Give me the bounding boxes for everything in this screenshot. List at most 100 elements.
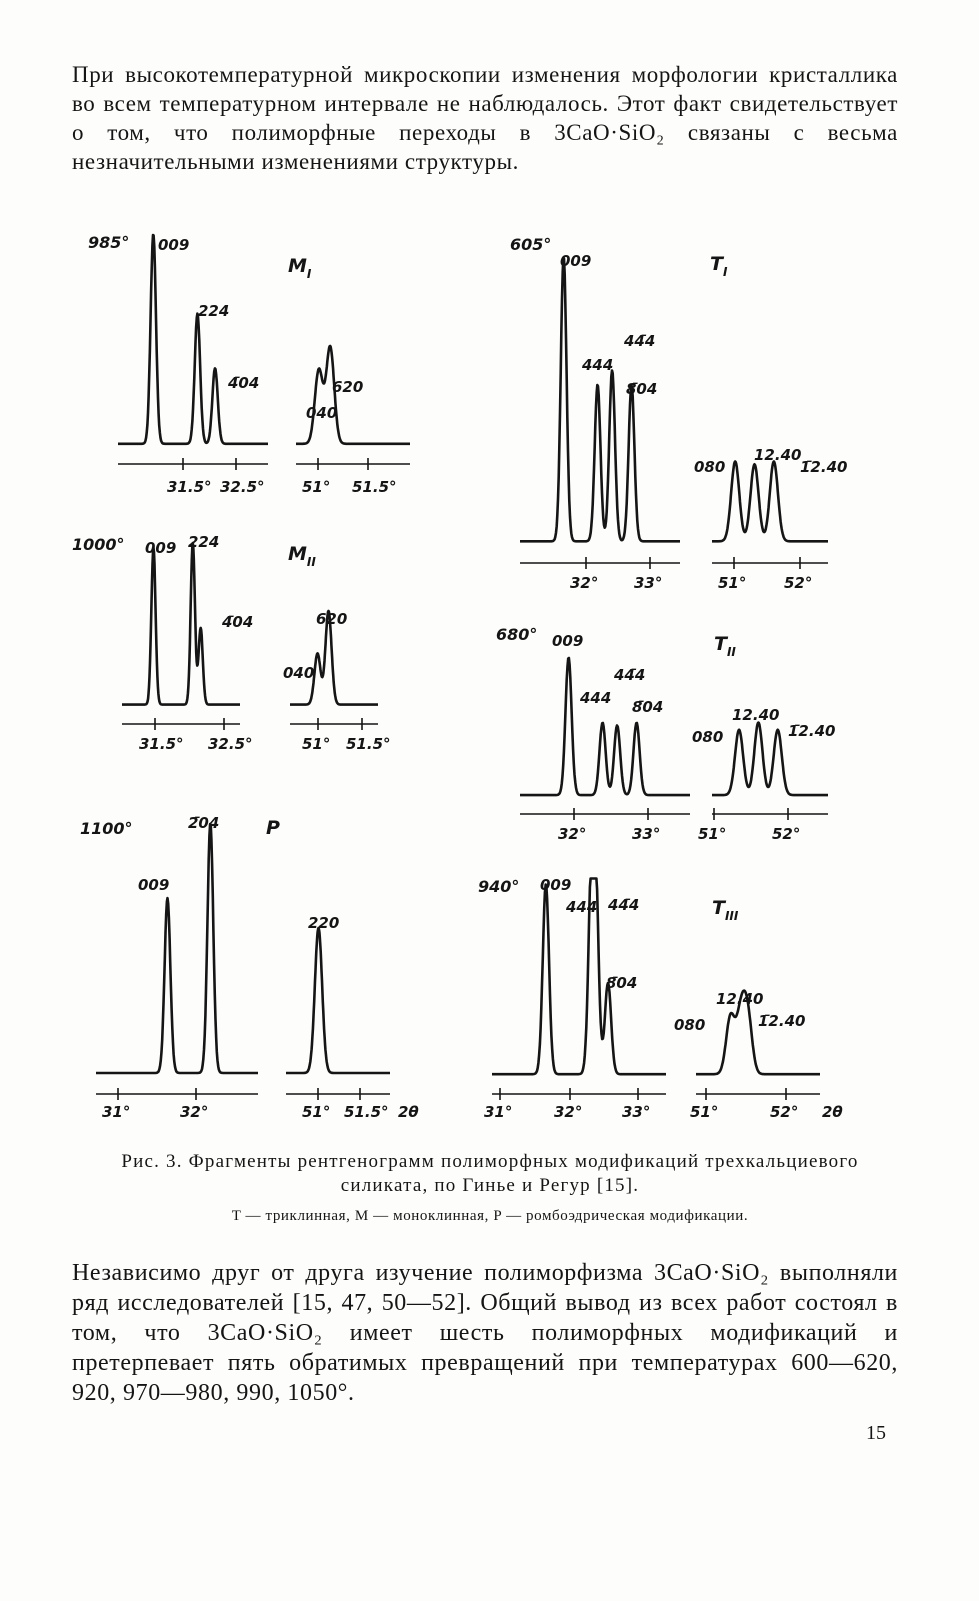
peak-label: 12.40 xyxy=(732,706,779,724)
tick-label: 32.5° xyxy=(208,735,253,753)
xrd-labels: 31.5° 32.5° 51° 51.5° 985° MI 009 224 4̄04 040 620… xyxy=(72,233,847,1121)
modification-label: MII xyxy=(288,543,316,569)
tick-label: 51.5° xyxy=(346,735,391,753)
tick-label: 31.5° xyxy=(139,735,184,753)
diffraction-trace xyxy=(519,256,681,543)
peak-label: 620 xyxy=(316,610,347,628)
peak-label: 009 xyxy=(138,876,169,894)
diffraction-trace xyxy=(491,877,667,1076)
diffraction-trace xyxy=(117,233,269,446)
peak-label: 12.40 xyxy=(716,990,763,1008)
peak-label: 080 xyxy=(674,1016,705,1034)
peak-label: 4̄04 xyxy=(221,613,253,631)
diffraction-trace xyxy=(121,541,241,706)
diffraction-trace xyxy=(95,822,259,1075)
tick-label: 51° xyxy=(302,735,330,753)
page-number: 15 xyxy=(866,1422,886,1444)
peak-label: 44̄4 xyxy=(613,666,645,684)
tick-label: 31.5° xyxy=(167,478,212,496)
peak-label: 009 xyxy=(560,252,591,270)
peak-label: 444 xyxy=(581,356,613,374)
peak-label: 080 xyxy=(692,728,723,746)
peak-label: 1̄2.40 xyxy=(758,1012,805,1030)
peak-label: 12.40 xyxy=(754,446,801,464)
tick-label: 51° xyxy=(718,574,746,592)
modification-label: TI xyxy=(710,253,728,279)
tick-label: 31° xyxy=(484,1103,512,1121)
peak-label: 8̄04 xyxy=(626,380,657,398)
modification-label: P xyxy=(266,817,280,839)
peak-label: 009 xyxy=(145,539,176,557)
peak-label: 040 xyxy=(306,404,337,422)
peak-label: 1̄2.40 xyxy=(788,722,835,740)
modification-label: TIII xyxy=(712,897,739,923)
diffraction-trace xyxy=(711,460,829,543)
panel-mii xyxy=(121,541,379,730)
tick-label: 32° xyxy=(558,825,586,843)
panel-ti xyxy=(519,256,829,569)
peak-label: 220 xyxy=(308,914,339,932)
peak-label: 009 xyxy=(552,632,583,650)
temperature-label: 1100° xyxy=(80,819,133,838)
tick-label: 33° xyxy=(632,825,660,843)
tick-label: 51° xyxy=(302,1103,330,1121)
figure-legend: T — триклинная, M — моноклинная, P — ром… xyxy=(231,1208,749,1224)
tick-label: 52° xyxy=(772,825,800,843)
tick-label: 52° xyxy=(784,574,812,592)
panel-p xyxy=(95,822,391,1100)
temperature-label: 985° xyxy=(88,233,129,252)
peak-label: 620 xyxy=(332,378,363,396)
modification-label: MI xyxy=(288,255,312,281)
tick-label: 51° xyxy=(690,1103,718,1121)
diffraction-trace xyxy=(695,989,821,1076)
peak-label: 444 xyxy=(579,689,611,707)
peak-label: 8̄04 xyxy=(632,698,663,716)
peak-label: 8̄04 xyxy=(606,974,637,992)
peak-label: 009 xyxy=(158,236,189,254)
diffraction-trace xyxy=(289,609,379,706)
tick-label: 32° xyxy=(180,1103,208,1121)
intro-paragraph: При высокотемпературной микроскопии изме… xyxy=(72,62,898,174)
tick-label: 32° xyxy=(554,1103,582,1121)
tick-label: 51.5° xyxy=(352,478,397,496)
tick-label: 32° xyxy=(570,574,598,592)
tick-label: 51° xyxy=(698,825,726,843)
peak-label: 44̄4 xyxy=(607,896,639,914)
peak-label: 4̄04 xyxy=(227,374,259,392)
diffraction-trace xyxy=(285,926,391,1075)
panel-tii xyxy=(519,656,829,820)
peak-label: 009 xyxy=(540,876,571,894)
peak-label: 224 xyxy=(188,533,219,551)
tick-label: 33° xyxy=(622,1103,650,1121)
peak-label: 2̄04 xyxy=(188,814,219,832)
temperature-label: 680° xyxy=(496,625,537,644)
peak-label: 040 xyxy=(283,664,314,682)
axis-unit: 2θ xyxy=(822,1103,843,1121)
tick-label: 51.5° xyxy=(344,1103,389,1121)
tick-label: 52° xyxy=(770,1103,798,1121)
peak-label: 080 xyxy=(694,458,725,476)
diffraction-trace xyxy=(519,656,691,797)
peak-label: 444 xyxy=(565,898,597,916)
temperature-label: 940° xyxy=(478,877,519,896)
modification-label: TII xyxy=(714,633,736,659)
panel-tiii xyxy=(491,877,821,1100)
tick-label: 51° xyxy=(302,478,330,496)
peak-label: 1̄2.40 xyxy=(800,458,847,476)
conclusion-paragraph: Независимо друг от друга изучение полимо… xyxy=(72,1260,898,1406)
temperature-label: 1000° xyxy=(72,535,125,554)
peak-label: 44̄4 xyxy=(623,332,655,350)
figure-caption: Рис. 3. Фрагменты рентгенограмм полиморф… xyxy=(121,1151,859,1196)
diffraction-trace xyxy=(295,344,411,446)
peak-label: 224 xyxy=(198,302,229,320)
tick-label: 32.5° xyxy=(220,478,265,496)
tick-label: 33° xyxy=(634,574,662,592)
tick-label: 31° xyxy=(102,1103,130,1121)
panel-mi xyxy=(117,233,411,470)
temperature-label: 605° xyxy=(510,235,551,254)
diffraction-trace xyxy=(711,721,829,797)
xrd-traces xyxy=(95,233,829,1100)
axis-unit: 2θ xyxy=(398,1103,419,1121)
